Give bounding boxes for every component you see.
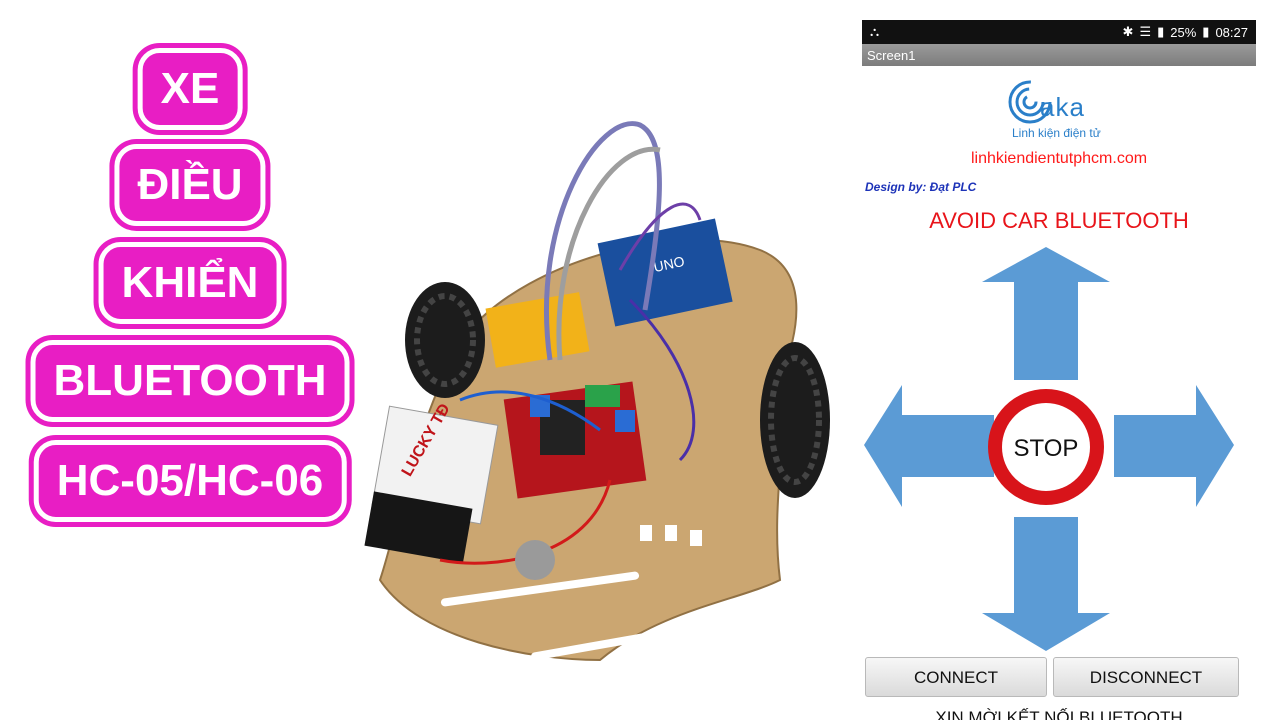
battery-icon: ▮ <box>1202 24 1210 39</box>
logo-brand: aka <box>1040 92 1085 122</box>
title-word-khien: KHIỂN <box>98 242 282 324</box>
arrow-down-button[interactable] <box>982 517 1110 651</box>
bluetooth-icon: ✱ <box>1122 24 1134 39</box>
stop-button[interactable]: STOP <box>988 389 1104 505</box>
clock: 08:27 <box>1215 24 1248 40</box>
title-word-module: HC-05/HC-06 <box>33 440 347 522</box>
title-word-xe: XE <box>137 48 243 130</box>
status-bar: ⛬ ✱ ☰ ▮ 25% ▮ 08:27 <box>862 20 1256 44</box>
shield-icon: ⛬ <box>870 24 880 39</box>
designer-credit: Design by: Đạt PLC <box>865 180 977 194</box>
phone-screenshot: ⛬ ✱ ☰ ▮ 25% ▮ 08:27 Screen1 aka Linh kiệ… <box>862 20 1256 720</box>
title-word-dieu: ĐIỀU <box>114 144 266 226</box>
logo-tagline: Linh kiện điện tử <box>1012 126 1101 140</box>
signal-icon: ▮ <box>1157 24 1165 39</box>
screen-title: Screen1 <box>862 44 1256 66</box>
app-title: AVOID CAR BLUETOOTH <box>929 208 1189 233</box>
robot-car-photo: UNO LUCKY TĐ <box>360 100 860 680</box>
connect-button[interactable]: CONNECT <box>865 657 1047 697</box>
direction-pad: STOP <box>862 245 1256 660</box>
connection-status: XIN MỜI KẾT NỐI BLUETOOTH <box>935 708 1183 720</box>
stop-label: STOP <box>1014 435 1079 462</box>
arrow-right-button[interactable] <box>1114 385 1234 507</box>
board-label: UNO <box>652 253 686 275</box>
arrow-up-button[interactable] <box>982 247 1110 380</box>
logo-swirl-icon <box>1008 80 1052 124</box>
wifi-icon: ☰ <box>1139 24 1152 39</box>
title-word-bluetooth: BLUETOOTH <box>30 340 350 422</box>
website-link[interactable]: linhkiendientutphcm.com <box>970 150 1148 167</box>
brand-logo: aka Linh kiện điện tử <box>862 72 1256 142</box>
battery-percent: 25% <box>1170 24 1197 40</box>
disconnect-button[interactable]: DISCONNECT <box>1053 657 1239 697</box>
arrow-left-button[interactable] <box>864 385 994 507</box>
